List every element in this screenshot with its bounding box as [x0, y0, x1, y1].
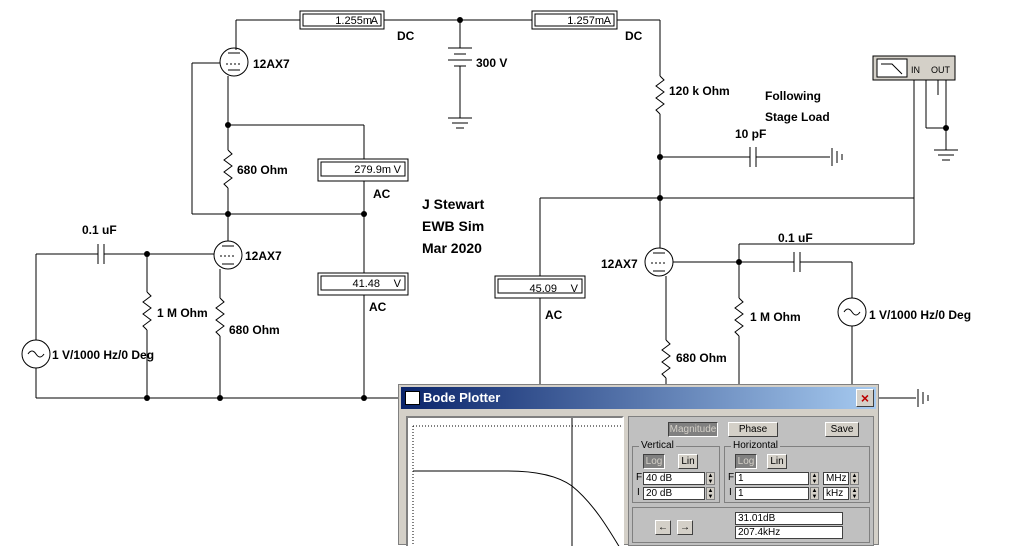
horizontal-initial-unit[interactable]: kHz — [823, 487, 849, 500]
meter-unit: A — [371, 15, 379, 27]
ammeter-dc-right: 1.257m A — [531, 10, 618, 30]
ac-label: AC — [373, 187, 391, 201]
meter-reading: 279.9m — [354, 164, 391, 176]
source-label: 1 V/1000 Hz/0 Deg — [52, 348, 154, 362]
supply-label: 300 V — [476, 56, 507, 70]
horizontal-final-field[interactable]: 1 — [735, 472, 809, 485]
vertical-lin-button[interactable]: Lin — [678, 454, 698, 469]
resistor-label: 680 Ohm — [676, 351, 727, 365]
horizontal-label: Horizontal — [731, 440, 781, 451]
resistor-label: 680 Ohm — [237, 163, 288, 177]
voltmeter-ac-right: 45.09 V — [494, 275, 586, 299]
window-icon — [405, 391, 420, 405]
spinner[interactable]: ▲▼ — [810, 472, 819, 485]
vertical-log-button[interactable]: Log — [643, 454, 665, 469]
resistor-label: 120 k Ohm — [669, 84, 730, 98]
bode-title-bar[interactable]: Bode Plotter × — [401, 387, 876, 409]
bode-control-panel: Magnitude Phase Save Vertical Log Lin F … — [628, 416, 874, 546]
resistor-label: 680 Ohm — [229, 323, 280, 337]
save-button[interactable]: Save — [825, 422, 859, 437]
horizontal-group: Horizontal Log Lin F 1 ▲▼ MHz ▲▼ I 1 ▲▼ … — [724, 440, 870, 503]
frequency-readout: 207.4kHz — [735, 526, 843, 539]
meter-unit: V — [394, 278, 402, 290]
bode-plotter-window: Bode Plotter × Magnitude Phase Save Vert… — [398, 384, 879, 546]
bode-plotter-instrument[interactable]: IN OUT — [872, 55, 956, 81]
spinner[interactable]: ▲▼ — [850, 472, 859, 485]
horizontal-lin-button[interactable]: Lin — [767, 454, 787, 469]
meter-reading: 1.255m — [335, 15, 372, 27]
resistor-label: 1 M Ohm — [157, 306, 208, 320]
meter-reading: 41.48 — [352, 278, 380, 290]
capacitor-label: 10 pF — [735, 127, 766, 141]
i-letter: I — [637, 487, 640, 498]
magnitude-button[interactable]: Magnitude — [668, 422, 718, 437]
meter-unit: V — [394, 164, 402, 176]
spinner[interactable]: ▲▼ — [706, 472, 715, 485]
tube-label: 12AX7 — [245, 249, 282, 263]
author-name: J Stewart — [422, 196, 485, 212]
cursor-left-button[interactable]: ← — [655, 520, 671, 535]
tube-label: 12AX7 — [601, 257, 638, 271]
close-button[interactable]: × — [856, 389, 874, 407]
spinner[interactable]: ▲▼ — [706, 487, 715, 500]
i-letter: I — [729, 487, 732, 498]
ac-label: AC — [545, 308, 563, 322]
voltmeter-ac-low: 41.48 V — [317, 272, 409, 296]
phase-button[interactable]: Phase — [728, 422, 778, 437]
magnitude-readout: 31.01dB — [735, 512, 843, 525]
author-date: Mar 2020 — [422, 240, 482, 256]
ammeter-dc-left: 1.255m A — [299, 10, 385, 30]
horizontal-initial-field[interactable]: 1 — [735, 487, 809, 500]
spinner[interactable]: ▲▼ — [850, 487, 859, 500]
bode-out-label: OUT — [931, 65, 951, 75]
horizontal-final-unit[interactable]: MHz — [823, 472, 849, 485]
voltmeter-ac-mid: 279.9m V — [317, 158, 409, 182]
spinner[interactable]: ▲▼ — [810, 487, 819, 500]
vertical-group: Vertical Log Lin F 40 dB ▲▼ I 20 dB ▲▼ — [632, 440, 720, 503]
vertical-label: Vertical — [639, 440, 676, 451]
bode-in-label: IN — [911, 65, 920, 75]
f-letter: F — [636, 472, 643, 483]
dc-label: DC — [625, 29, 643, 43]
meter-unit: V — [571, 283, 579, 295]
f-letter: F — [728, 472, 735, 483]
ac-label: AC — [369, 300, 387, 314]
following-stage-label: Stage Load — [765, 110, 830, 124]
meter-reading: 1.257m — [567, 15, 604, 27]
dc-label: DC — [397, 29, 415, 43]
vertical-final-field[interactable]: 40 dB — [643, 472, 705, 485]
meter-unit: A — [604, 15, 612, 27]
capacitor-label: 0.1 uF — [82, 223, 117, 237]
tube-label: 12AX7 — [253, 57, 290, 71]
bode-curve — [412, 418, 622, 546]
source-label: 1 V/1000 Hz/0 Deg — [869, 308, 971, 322]
horizontal-log-button[interactable]: Log — [735, 454, 757, 469]
readout-group: ← → 31.01dB 207.4kHz — [632, 507, 870, 543]
resistor-label: 1 M Ohm — [750, 310, 801, 324]
bode-title: Bode Plotter — [423, 390, 501, 405]
cursor-right-button[interactable]: → — [677, 520, 693, 535]
bode-plot-screen[interactable] — [406, 416, 624, 546]
meter-reading: 45.09 — [529, 283, 557, 295]
author-tool: EWB Sim — [422, 218, 484, 234]
capacitor-label: 0.1 uF — [778, 231, 813, 245]
following-stage-label: Following — [765, 89, 821, 103]
vertical-initial-field[interactable]: 20 dB — [643, 487, 705, 500]
